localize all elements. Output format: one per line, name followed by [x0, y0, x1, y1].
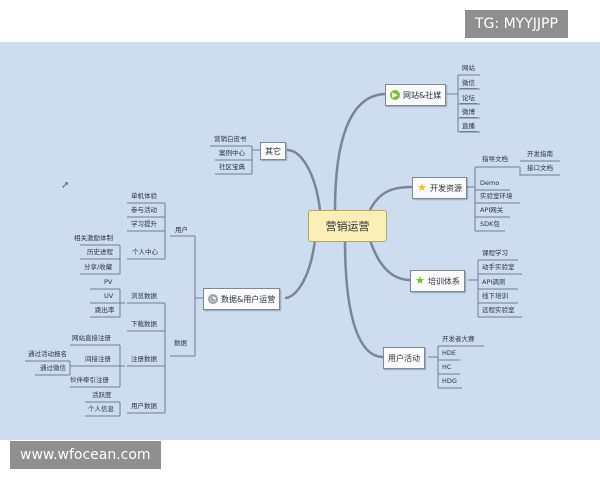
- node[interactable]: 参与活动: [131, 206, 157, 214]
- node[interactable]: API网关: [480, 206, 504, 214]
- node[interactable]: 营销白皮书: [214, 135, 247, 143]
- star-icon: ★: [417, 181, 427, 194]
- node[interactable]: 活跃度: [92, 391, 112, 399]
- node[interactable]: 通过活动报名: [28, 350, 67, 358]
- node[interactable]: 动手实验室: [482, 263, 515, 271]
- branch-dev-resources[interactable]: ★开发资源: [412, 177, 467, 199]
- node[interactable]: HDE: [442, 349, 456, 357]
- node[interactable]: 浏览数据: [131, 292, 157, 300]
- branch-label: 开发资源: [430, 183, 462, 193]
- node[interactable]: 用户数据: [131, 402, 157, 410]
- node[interactable]: SDK包: [480, 220, 500, 228]
- node[interactable]: 论坛: [460, 94, 477, 104]
- node[interactable]: 社区宝典: [219, 163, 245, 171]
- node[interactable]: Demo: [480, 179, 500, 187]
- node[interactable]: 接口文档: [527, 164, 553, 172]
- star-icon: ★: [415, 274, 425, 287]
- node[interactable]: 微博: [460, 108, 477, 118]
- node[interactable]: 单机体验: [131, 192, 157, 200]
- node[interactable]: UV: [104, 292, 114, 300]
- node[interactable]: 案例中心: [219, 149, 245, 157]
- node[interactable]: 相关激励体制: [74, 234, 113, 242]
- node[interactable]: 指导文档: [482, 155, 508, 163]
- node[interactable]: 通过微信: [40, 364, 66, 372]
- node[interactable]: 跳出率: [95, 306, 115, 314]
- branch-label: 数据&用户运营: [221, 294, 276, 304]
- node[interactable]: 个人中心: [132, 248, 158, 256]
- node[interactable]: API调测: [482, 278, 506, 286]
- node[interactable]: HDG: [442, 377, 457, 385]
- watermark-top: TG: MYYJJPP: [465, 10, 568, 38]
- node[interactable]: PV: [104, 278, 113, 286]
- node[interactable]: 间接注册: [85, 355, 111, 363]
- node[interactable]: 网站直接注册: [72, 334, 111, 342]
- branch-label: 用户活动: [388, 353, 420, 363]
- mindmap-canvas: [0, 42, 600, 440]
- node[interactable]: 远程实验室: [482, 306, 515, 314]
- node[interactable]: 数据: [174, 339, 187, 347]
- branch-label: 其它: [265, 146, 281, 156]
- node[interactable]: 线下培训: [482, 292, 508, 300]
- node[interactable]: 开发指南: [527, 150, 553, 158]
- node[interactable]: 课程学习: [482, 249, 508, 257]
- branch-label: 培训体系: [428, 276, 460, 286]
- node[interactable]: HC: [442, 363, 452, 371]
- node[interactable]: 用户: [175, 226, 188, 234]
- central-topic[interactable]: 营销运营: [308, 210, 387, 242]
- node[interactable]: 开发者大赛: [442, 335, 475, 343]
- node[interactable]: 历史进程: [87, 248, 113, 256]
- node[interactable]: 个人信息: [88, 405, 114, 413]
- branch-data-user-ops[interactable]: ◔数据&用户运营: [203, 288, 281, 310]
- watermark-bottom: www.wfocean.com: [10, 441, 161, 469]
- node[interactable]: 学习提升: [131, 220, 157, 228]
- branch-label: 网站&社媒: [403, 90, 442, 100]
- branch-web-social[interactable]: ▶网站&社媒: [385, 84, 447, 106]
- node[interactable]: 微信: [460, 79, 477, 89]
- node[interactable]: 下载数据: [131, 320, 157, 328]
- chart-icon: ◔: [208, 294, 218, 304]
- node[interactable]: 网站: [462, 64, 475, 72]
- node[interactable]: 实验室环境: [480, 192, 513, 200]
- branch-user-activities[interactable]: 用户活动: [383, 347, 425, 369]
- mouse-cursor-icon: ➚: [61, 180, 70, 191]
- node[interactable]: 伙伴牵引注册: [70, 376, 109, 384]
- branch-other[interactable]: 其它: [260, 142, 286, 160]
- node[interactable]: 注册数据: [131, 355, 157, 363]
- node[interactable]: 直播: [460, 122, 477, 132]
- node[interactable]: 分享/收藏: [84, 263, 113, 271]
- play-icon: ▶: [390, 90, 400, 100]
- branch-training[interactable]: ★培训体系: [410, 270, 465, 292]
